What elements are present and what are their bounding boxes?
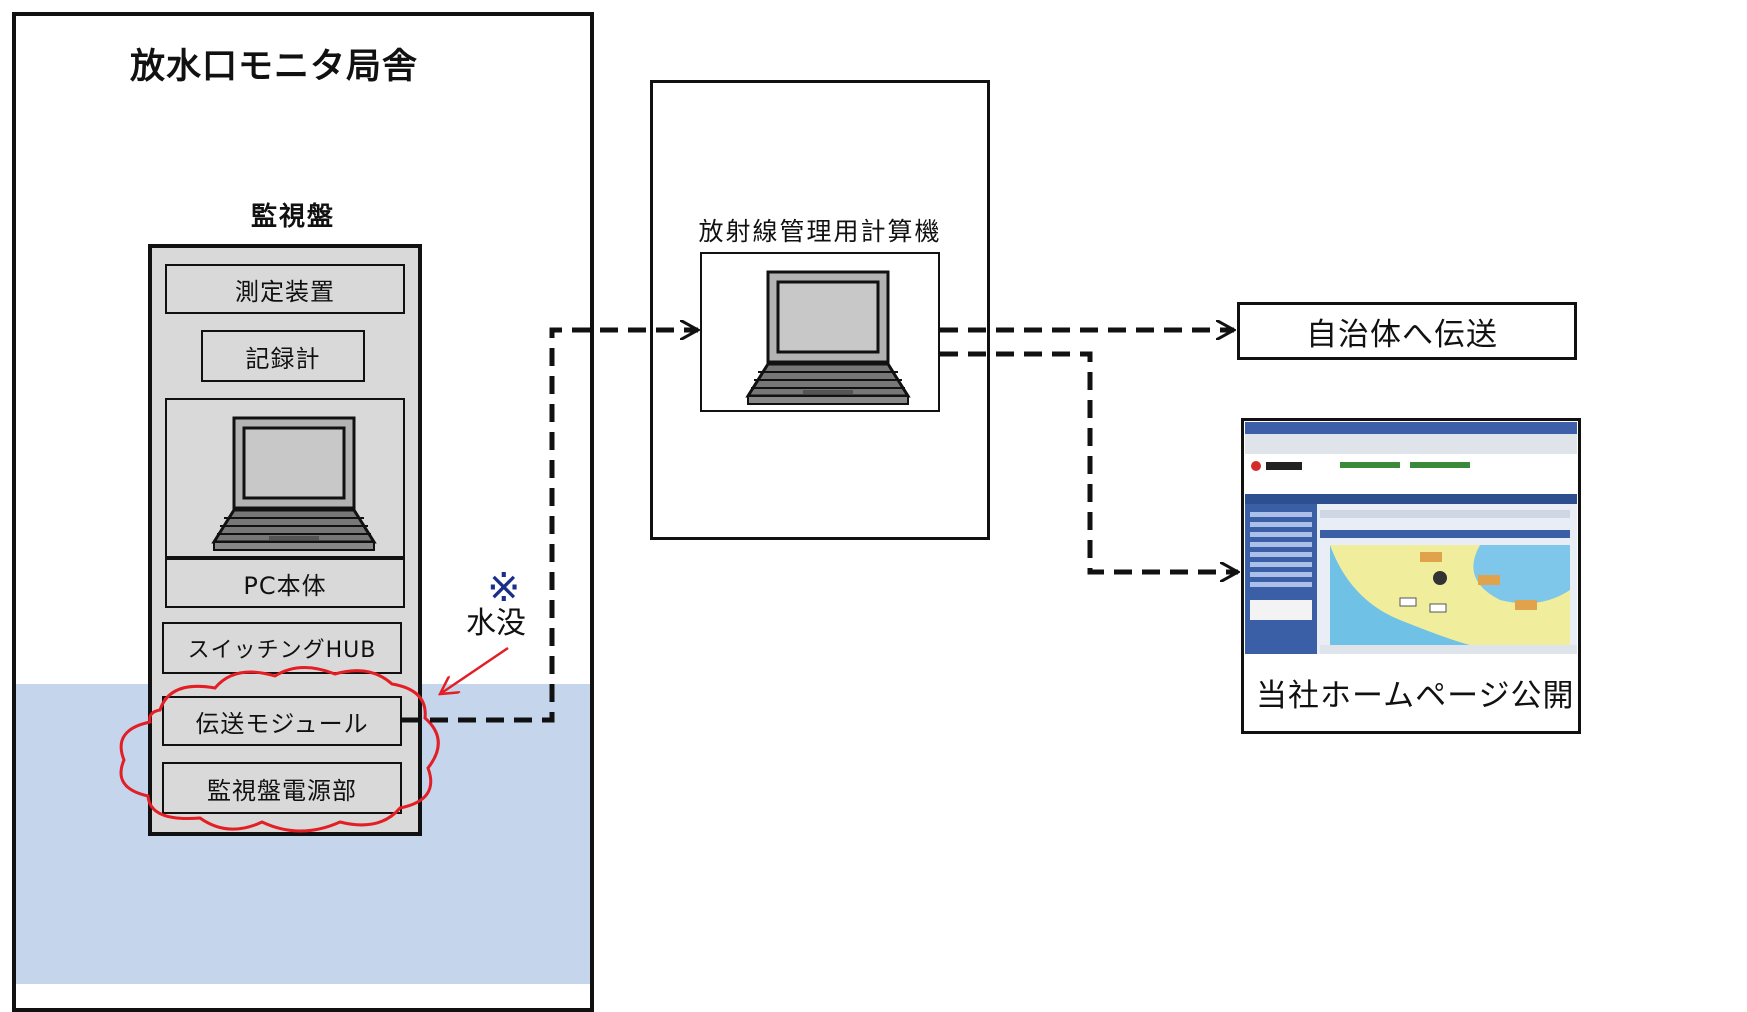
laptop-icon: [212, 416, 376, 552]
flood-note-label: 水没: [466, 606, 526, 641]
measurement-device-label: 測定装置: [235, 277, 335, 306]
switching-hub-box: スイッチングHUB: [162, 622, 402, 674]
municipality-transfer-box: 自治体へ伝送: [1237, 302, 1577, 360]
building-title: 放水口モニタ局舎: [130, 47, 419, 87]
switching-hub-label: スイッチングHUB: [187, 638, 377, 663]
link-computer-to-homepage: [940, 351, 1238, 572]
diagram-overlay: [119, 270, 1577, 833]
homepage-label: 当社ホームページ公開: [1256, 678, 1575, 714]
power-unit-box: 監視盤電源部: [162, 762, 402, 814]
power-unit-label: 監視盤電源部: [207, 776, 357, 805]
recorder-box: 記録計: [201, 330, 365, 382]
transmission-module-label: 伝送モジュール: [195, 709, 369, 738]
link-module-to-computer: [402, 330, 698, 723]
note-mark: ※: [487, 565, 521, 611]
transmission-module-box: 伝送モジュール: [162, 696, 402, 746]
municipality-transfer-label: 自治体へ伝送: [1306, 316, 1498, 353]
laptop-icon: [746, 270, 910, 406]
pc-body-label: PC本体: [243, 571, 327, 600]
radiation-computer-title: 放射線管理用計算機: [698, 217, 942, 246]
flood-note-arrow: [440, 646, 509, 694]
flood-outline: [119, 665, 440, 833]
webpage-screenshot-icon: [1245, 422, 1577, 654]
panel-title: 監視盤: [250, 202, 335, 232]
recorder-label: 記録計: [245, 344, 321, 373]
measurement-device-box: 測定装置: [165, 264, 405, 314]
pc-body-box: PC本体: [165, 558, 405, 608]
